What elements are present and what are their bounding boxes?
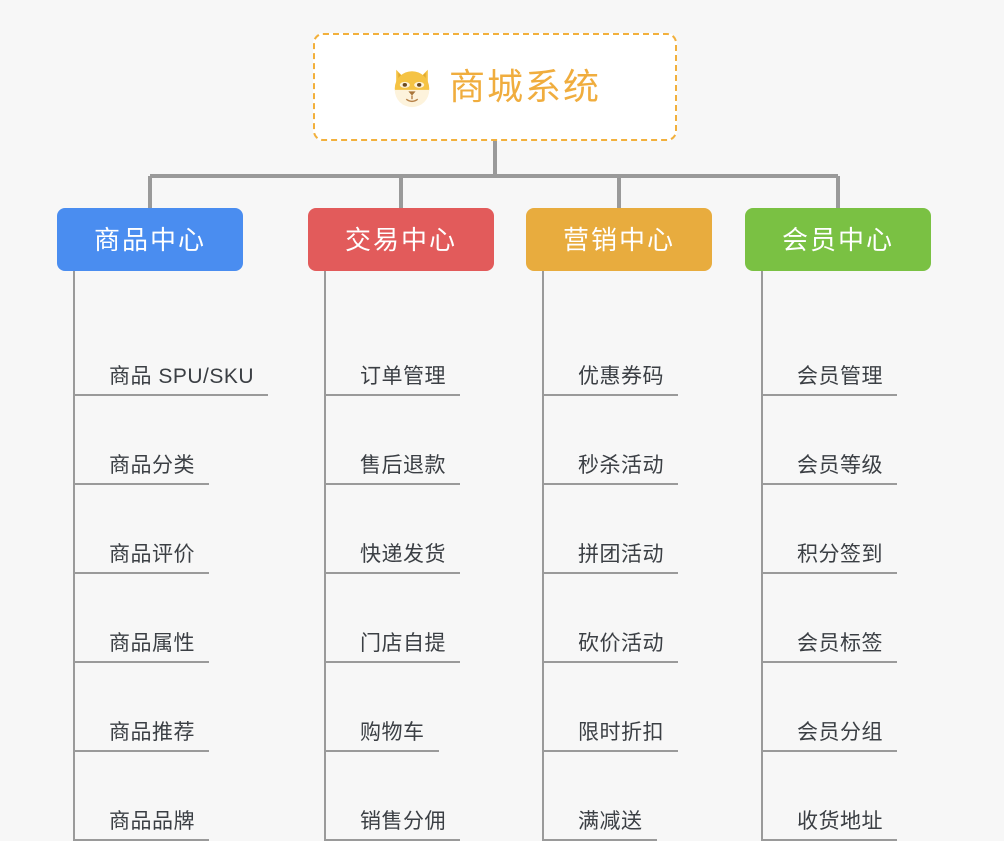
leaf-underline: [544, 572, 678, 574]
leaf-item[interactable]: 优惠券码: [544, 307, 712, 396]
leaf-item[interactable]: 砍价活动: [544, 574, 712, 663]
leaf-item[interactable]: 快递发货: [326, 485, 494, 574]
leaf-label: 砍价活动: [578, 632, 664, 655]
root-title: 商城系统: [448, 66, 601, 107]
leaf-underline: [75, 572, 209, 574]
leaf-underline: [763, 394, 897, 396]
leaf-item[interactable]: 售后退款: [326, 396, 494, 485]
leaf-label: 购物车: [360, 721, 425, 744]
leaf-item[interactable]: 商品品牌: [75, 752, 254, 841]
leaf-stack-marketing-center: 优惠券码秒杀活动拼团活动砍价活动限时折扣满减送: [542, 271, 712, 841]
leaf-label: 订单管理: [360, 365, 446, 388]
leaf-underline: [763, 572, 897, 574]
leaf-item[interactable]: 商品 SPU/SKU: [75, 307, 268, 396]
column-marketing-center: 营销中心优惠券码秒杀活动拼团活动砍价活动限时折扣满减送: [526, 208, 712, 841]
shiba-dog-icon: [394, 69, 430, 108]
leaf-item[interactable]: 销售分佣: [326, 752, 494, 841]
leaf-item[interactable]: 秒杀活动: [544, 396, 712, 485]
leaf-item[interactable]: 会员管理: [763, 307, 931, 396]
category-box-product-center[interactable]: 商品中心: [57, 208, 243, 271]
leaf-underline: [326, 661, 460, 663]
column-product-center: 商品中心商品 SPU/SKU 商品分类商品评价商品属性商品推荐商品品牌: [57, 208, 268, 841]
category-label: 营销中心: [562, 224, 675, 255]
leaf-label: 商品评价: [109, 543, 195, 566]
leaf-underline: [326, 750, 439, 752]
leaf-item[interactable]: 商品属性: [75, 574, 254, 663]
leaf-underline: [763, 750, 897, 752]
leaf-label: 商品品牌: [109, 810, 195, 833]
category-label: 商品中心: [93, 224, 206, 255]
leaf-label: 拼团活动: [578, 543, 664, 566]
leaf-label: 商品 SPU/SKU: [109, 365, 255, 388]
leaf-item[interactable]: 会员标签: [763, 574, 931, 663]
root-node[interactable]: 商城系统: [313, 33, 677, 141]
leaf-underline: [75, 750, 209, 752]
leaf-label: 商品属性: [109, 632, 195, 655]
leaf-underline: [544, 661, 678, 663]
category-box-member-center[interactable]: 会员中心: [745, 208, 931, 271]
column-member-center: 会员中心会员管理会员等级积分签到会员标签会员分组收货地址: [745, 208, 931, 841]
category-box-trade-center[interactable]: 交易中心: [308, 208, 494, 271]
category-label: 会员中心: [781, 224, 894, 255]
leaf-underline: [75, 483, 209, 485]
leaf-label: 商品推荐: [109, 721, 195, 744]
leaf-label: 秒杀活动: [578, 454, 664, 477]
leaf-underline: [544, 394, 678, 396]
leaf-label: 满减送: [578, 810, 643, 833]
leaf-label: 积分签到: [797, 543, 883, 566]
leaf-underline: [326, 572, 460, 574]
leaf-underline: [544, 483, 678, 485]
leaf-underline: [544, 750, 678, 752]
leaf-stack-member-center: 会员管理会员等级积分签到会员标签会员分组收货地址: [761, 271, 931, 841]
leaf-underline: [326, 394, 460, 396]
leaf-item[interactable]: 门店自提: [326, 574, 494, 663]
category-box-marketing-center[interactable]: 营销中心: [526, 208, 712, 271]
leaf-item[interactable]: 商品分类: [75, 396, 254, 485]
leaf-stack-product-center: 商品 SPU/SKU 商品分类商品评价商品属性商品推荐商品品牌: [73, 271, 268, 841]
leaf-item[interactable]: 满减送: [544, 752, 712, 841]
leaf-stack-trade-center: 订单管理售后退款快递发货门店自提购物车销售分佣: [324, 271, 494, 841]
leaf-underline: [75, 394, 268, 396]
leaf-item[interactable]: 拼团活动: [544, 485, 712, 574]
leaf-label: 会员标签: [797, 632, 883, 655]
leaf-label: 收货地址: [797, 810, 883, 833]
leaf-underline: [75, 661, 209, 663]
leaf-label: 快递发货: [360, 543, 446, 566]
leaf-item[interactable]: 商品推荐: [75, 663, 254, 752]
leaf-item[interactable]: 订单管理: [326, 307, 494, 396]
category-label: 交易中心: [344, 224, 457, 255]
leaf-label: 限时折扣: [578, 721, 664, 744]
leaf-label: 会员分组: [797, 721, 883, 744]
leaf-label: 会员等级: [797, 454, 883, 477]
leaf-item[interactable]: 积分签到: [763, 485, 931, 574]
leaf-item[interactable]: 限时折扣: [544, 663, 712, 752]
leaf-label: 优惠券码: [578, 365, 664, 388]
leaf-underline: [763, 661, 897, 663]
leaf-label: 售后退款: [360, 454, 446, 477]
leaf-underline: [326, 483, 460, 485]
leaf-label: 销售分佣: [360, 810, 446, 833]
leaf-label: 会员管理: [797, 365, 883, 388]
leaf-item[interactable]: 会员分组: [763, 663, 931, 752]
leaf-item[interactable]: 购物车: [326, 663, 494, 752]
leaf-underline: [763, 483, 897, 485]
column-trade-center: 交易中心订单管理售后退款快递发货门店自提购物车销售分佣: [308, 208, 494, 841]
leaf-label: 门店自提: [360, 632, 446, 655]
leaf-item[interactable]: 会员等级: [763, 396, 931, 485]
leaf-item[interactable]: 收货地址: [763, 752, 931, 841]
leaf-item[interactable]: 商品评价: [75, 485, 254, 574]
leaf-label: 商品分类: [109, 454, 195, 477]
